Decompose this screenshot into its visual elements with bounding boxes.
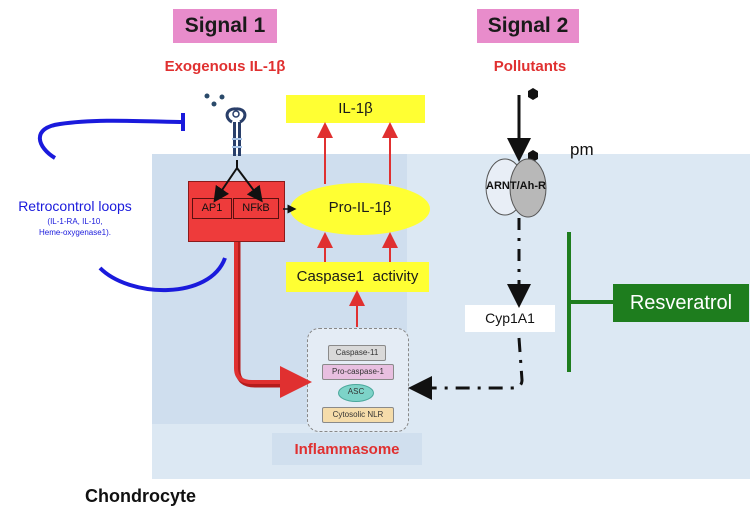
retrocontrol-bottom-loop: [98, 257, 227, 293]
il1b-box: IL-1β: [286, 95, 425, 123]
pro-caspase1-item: Pro-caspase-1: [322, 364, 394, 380]
inflammasome-label: Inflammasome: [294, 441, 400, 458]
ligand-dots: [204, 93, 225, 107]
retrocontrol-top-loop: [37, 118, 183, 160]
retrocontrol-line2: Heme-oxygenase1).: [38, 228, 112, 237]
retrocontrol-line1: (IL-1-RA, IL-10,: [47, 217, 103, 226]
pro-il1b-ellipse: [290, 183, 430, 235]
arrow-cyp1a1-to-inflammasome: [408, 337, 524, 400]
arrow-to-ap1: [213, 167, 238, 203]
retrocontrol-title: Retrocontrol loops: [18, 198, 132, 214]
chondrocyte-label: Chondrocyte: [85, 486, 197, 506]
cyp1a1-box: Cyp1A1: [465, 305, 555, 332]
pollutants-label: Pollutants: [493, 58, 567, 75]
exogenous-il1b-label: Exogenous IL-1β: [164, 58, 286, 75]
cytosolic-nlr-item: Cytosolic NLR: [322, 407, 394, 423]
il1-receptor-icon: [225, 107, 247, 156]
inflammasome-label-bg: [272, 433, 422, 465]
signal1-label: Signal 1: [173, 9, 277, 43]
ahr-ellipse: [509, 158, 547, 218]
pollutant-hexagon-1: [528, 88, 538, 100]
arnt-ahr-label: ARNT/Ah-R: [486, 180, 546, 192]
signal2-label: Signal 2: [477, 9, 579, 43]
inflammasome-complex: Caspase-11 Pro-caspase-1 ASC Cytosolic N…: [307, 328, 409, 432]
arrow-nfkb-inflammasome-shadow: [235, 242, 296, 388]
arrow-nfkb-inflammasome: [234, 242, 312, 398]
resveratrol-box: Resveratrol: [613, 284, 749, 322]
pro-il1b-label: Pro-IL-1β: [328, 199, 392, 216]
pm-label: pm: [570, 140, 594, 159]
asc-item: ASC: [338, 384, 374, 402]
caspase11-item: Caspase-11: [328, 345, 386, 361]
ap1-cell: AP1: [192, 198, 232, 219]
caspase1-activity-box: Caspase1 activity: [286, 262, 429, 292]
arrow-to-nfkb: [236, 167, 263, 203]
